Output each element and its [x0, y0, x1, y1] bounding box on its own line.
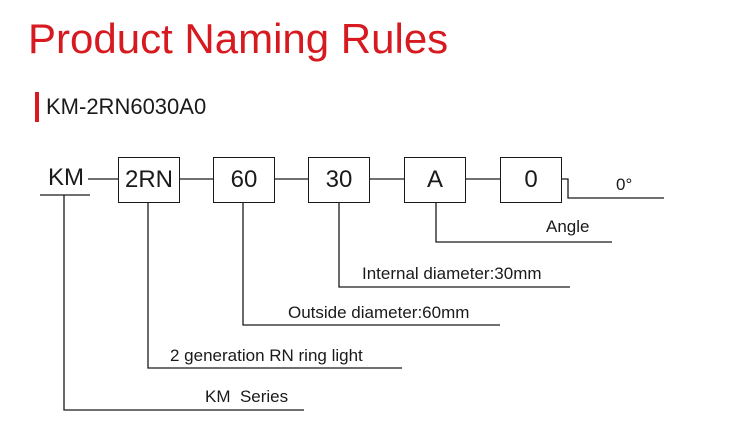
outside-diameter-label: Outside diameter:60mm — [288, 303, 470, 322]
generation-label: 2 generation RN ring light — [170, 346, 363, 365]
series-label: KM Series — [205, 387, 289, 406]
angle-label: Angle — [546, 217, 590, 236]
code-box-outside-diameter: 60 — [213, 157, 275, 203]
code-part-series: KM — [48, 164, 84, 191]
angle-value-leader — [562, 178, 664, 199]
model-code: KM-2RN6030A0 — [46, 94, 207, 119]
generation-leader — [147, 203, 402, 369]
code-box-internal-diameter: 30 — [308, 157, 370, 203]
angle-leader — [435, 203, 612, 243]
outside-diameter-leader — [242, 203, 500, 326]
code-box-angle: 0 — [500, 157, 562, 203]
internal-diameter-leader — [338, 203, 570, 288]
code-box-generation: 2RN — [118, 157, 180, 203]
accent-bar — [35, 92, 39, 122]
page-title: Product Naming Rules — [28, 15, 449, 62]
angle-value-label: 0° — [616, 175, 633, 194]
internal-diameter-label: Internal diameter:30mm — [362, 264, 542, 283]
series-leader — [63, 195, 304, 411]
code-box-type: A — [404, 157, 466, 203]
